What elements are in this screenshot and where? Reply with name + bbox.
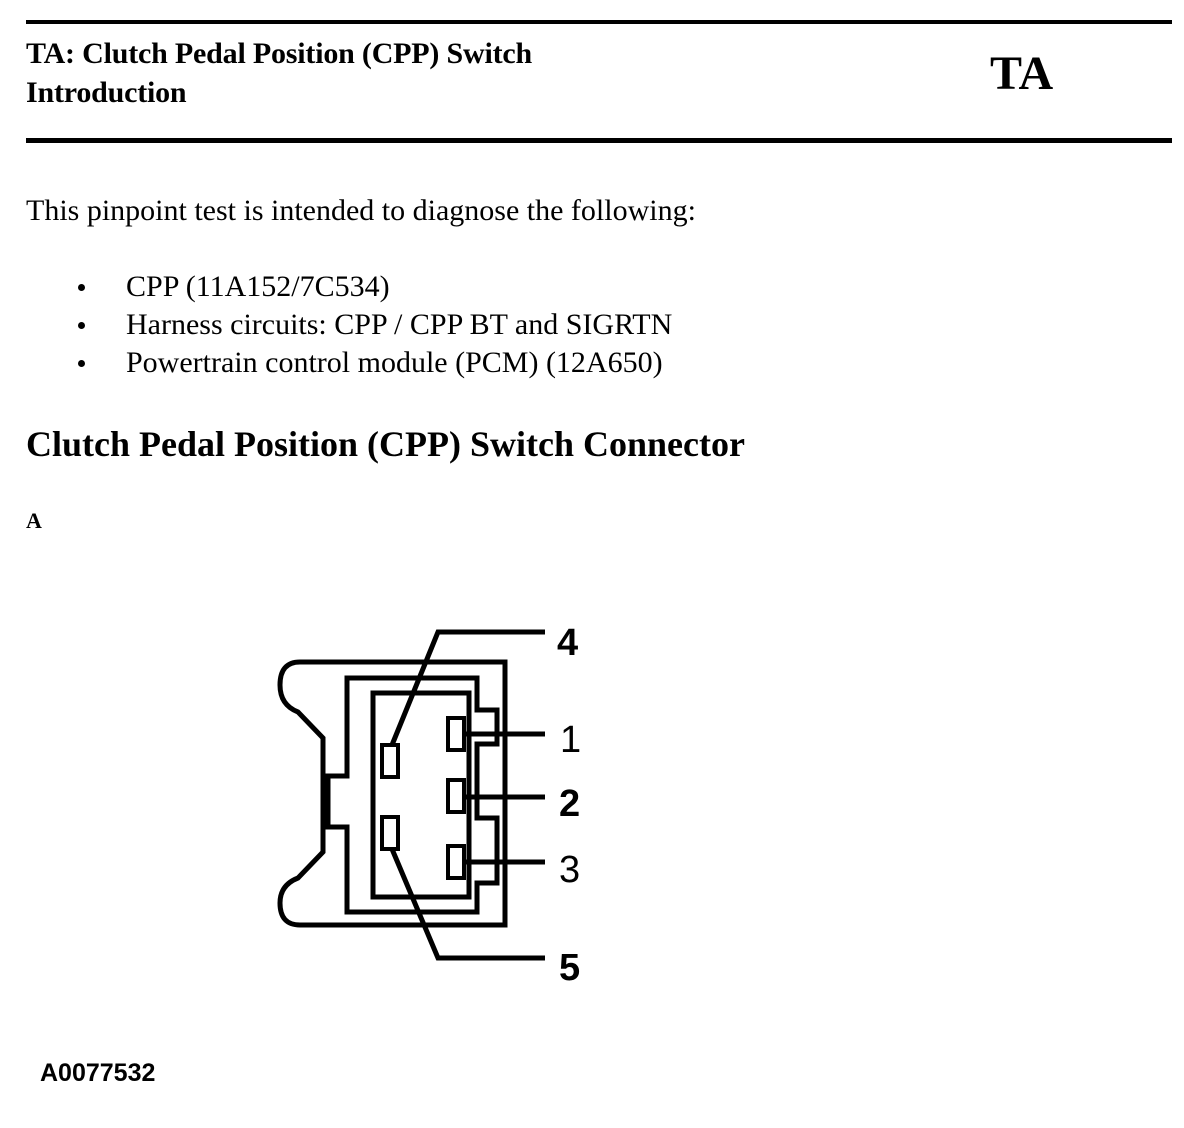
pin-3-terminal (446, 844, 466, 880)
pin-label-2: 2 (559, 783, 580, 825)
connector-inner-frame (325, 675, 500, 915)
list-item: Powertrain control module (PCM) (12A650) (74, 344, 672, 382)
top-rule (26, 20, 1172, 24)
list-item: CPP (11A152/7C534) (74, 268, 672, 306)
view-label: A (26, 508, 42, 533)
pin-4-leader-line (389, 629, 545, 746)
pin-label-4: 4 (557, 622, 578, 664)
pin-1-terminal (446, 716, 466, 752)
pin-5-terminal (380, 815, 400, 851)
pin-label-1: 1 (560, 719, 581, 761)
figure-id: A0077532 (40, 1059, 156, 1087)
list-item: Harness circuits: CPP / CPP BT and SIGRT… (74, 306, 672, 344)
pin-4-terminal (380, 743, 400, 779)
connector-housing-outline (277, 659, 508, 928)
bullet-icon (78, 284, 85, 291)
section-heading: Clutch Pedal Position (CPP) Switch Conne… (26, 424, 745, 464)
bottom-rule (26, 138, 1172, 143)
page-title-line2: Introduction (26, 76, 187, 109)
list-item-text: CPP (11A152/7C534) (126, 270, 390, 303)
bullet-icon (78, 360, 85, 367)
pin-label-3: 3 (559, 849, 580, 891)
list-item-text: Powertrain control module (PCM) (12A650) (126, 346, 663, 379)
list-item-text: Harness circuits: CPP / CPP BT and SIGRT… (126, 308, 673, 341)
section-code: TA (990, 47, 1054, 100)
pin-label-5: 5 (559, 947, 580, 989)
bullet-icon (78, 322, 85, 329)
diagnosis-list: CPP (11A152/7C534) Harness circuits: CPP… (74, 268, 672, 382)
pin-5-leader-line (389, 848, 545, 961)
page-title: TA: Clutch Pedal Position (CPP) Switch I… (26, 34, 532, 112)
intro-text: This pinpoint test is intended to diagno… (26, 194, 696, 227)
page-title-line1: TA: Clutch Pedal Position (CPP) Switch (26, 37, 532, 70)
pin-2-terminal (446, 778, 466, 814)
